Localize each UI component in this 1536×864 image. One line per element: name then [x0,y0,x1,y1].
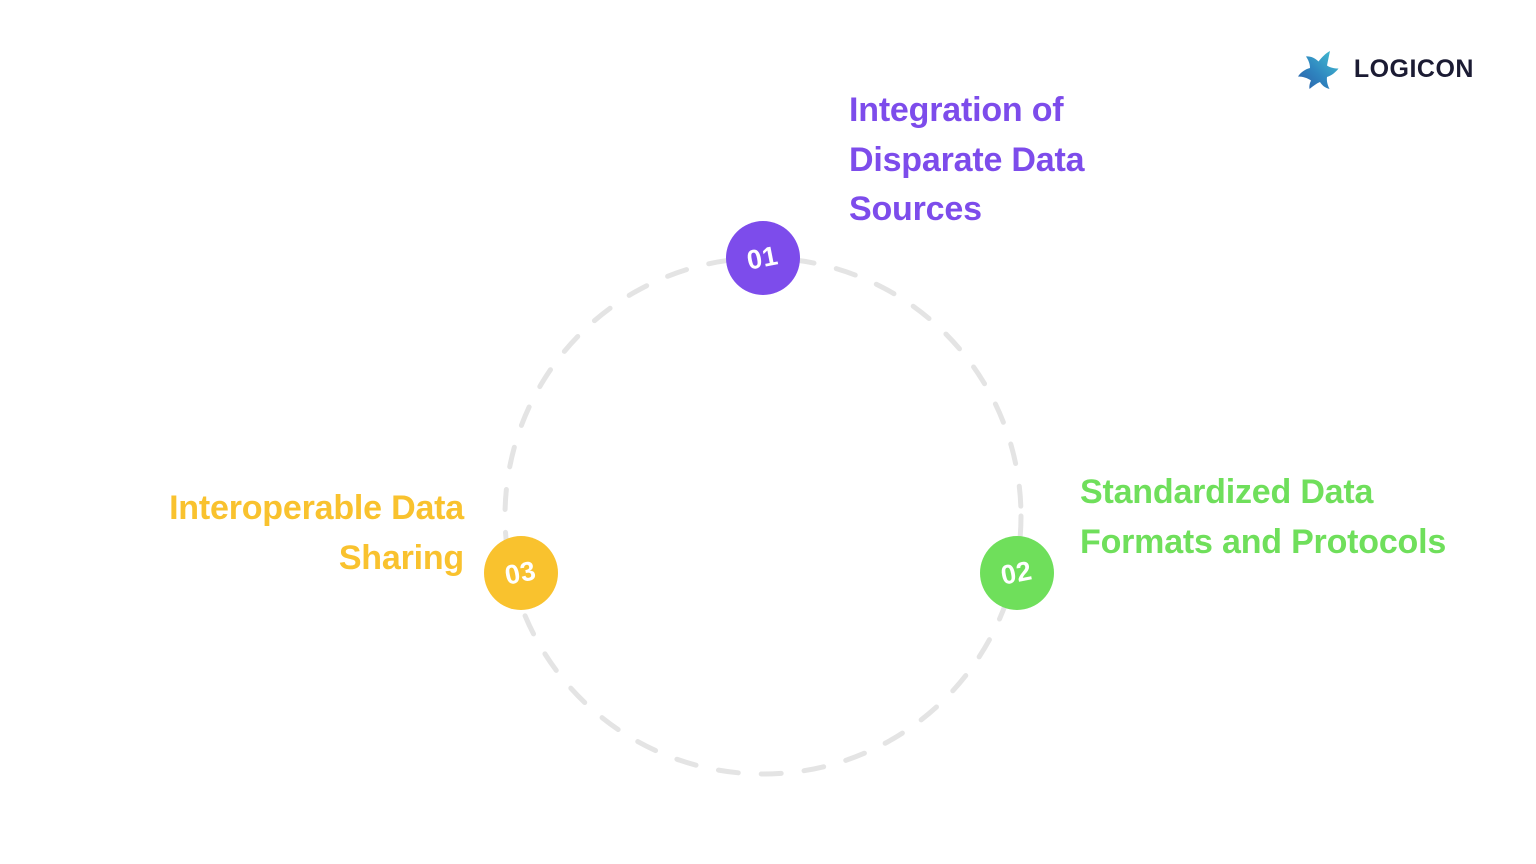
step-node-03[interactable]: 03 [484,536,558,610]
step-label-03: Interoperable Data Sharing [169,489,464,577]
step-label-01: Integration of Disparate Data Sources [849,91,1085,229]
step-number-02: 02 [998,554,1035,591]
butterfly-logo-icon [1297,51,1339,89]
step-number-03: 03 [502,554,539,591]
brand-name: LOGICON [1353,54,1474,83]
step-number-01: 01 [744,239,781,276]
step-label-02: Standardized Data Formats and Protocols [1080,473,1447,561]
dashed-circle-path [502,255,1024,777]
step-node-01[interactable]: 01 [726,221,800,295]
step-node-02[interactable]: 02 [980,536,1054,610]
brand-logo: LOGICON [1293,44,1474,94]
